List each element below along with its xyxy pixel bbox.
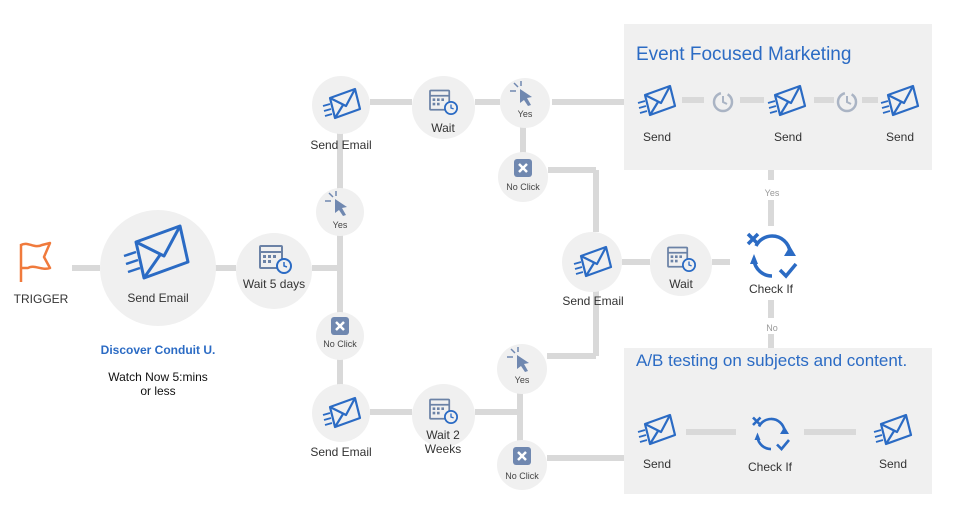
bottom-yes-label: Yes <box>514 375 530 385</box>
bottom-wait-label-2: Weeks <box>424 442 462 456</box>
top-send-email-node[interactable] <box>312 76 370 134</box>
ab-panel-connectors <box>686 429 856 435</box>
email-icon <box>573 245 613 278</box>
cursor-click-icon <box>507 347 529 372</box>
calendar-clock-icon <box>429 89 458 115</box>
middle-no-label: No <box>766 323 778 333</box>
email-icon <box>123 224 190 280</box>
bottom-send-email-label: Send Email <box>310 445 372 459</box>
top-yes-node[interactable] <box>500 78 550 128</box>
top-yes-label: Yes <box>517 109 533 119</box>
top-send-email-label: Send Email <box>310 138 372 152</box>
top-noclick-label: No Click <box>506 182 540 192</box>
main-send-email-node[interactable] <box>100 210 216 326</box>
middle-yes-label: Yes <box>764 188 780 198</box>
calendar-clock-icon <box>429 398 458 424</box>
promo-line2: or less <box>140 384 176 398</box>
ab-panel-title: A/B testing on subjects and content. <box>636 351 908 370</box>
check-cycle-icon[interactable] <box>744 230 800 282</box>
event-send-2-label: Send <box>773 130 803 144</box>
branch1-yes-node[interactable] <box>316 188 364 236</box>
email-icon[interactable] <box>767 84 807 118</box>
ab-send-1-label: Send <box>642 457 672 471</box>
event-send-1-label: Send <box>642 130 672 144</box>
timer-icon[interactable] <box>711 90 735 114</box>
flag-icon <box>19 241 52 282</box>
email-icon[interactable] <box>637 84 677 118</box>
calendar-clock-icon <box>667 246 696 272</box>
ab-send-2-label: Send <box>878 457 908 471</box>
event-send-3-label: Send <box>885 130 915 144</box>
ab-check-label: Check If <box>747 460 793 474</box>
branch1-yes-label: Yes <box>332 220 348 230</box>
main-send-email-label: Send Email <box>127 291 189 305</box>
email-icon[interactable] <box>637 413 677 447</box>
cursor-click-icon <box>325 191 347 216</box>
middle-wait-label: Wait <box>669 277 693 291</box>
middle-check-label: Check If <box>748 282 794 296</box>
close-icon <box>514 159 532 177</box>
middle-send-email-label: Send Email <box>562 294 624 308</box>
middle-wait-node[interactable] <box>650 234 712 296</box>
calendar-clock-icon <box>259 245 292 274</box>
promo-line1: Watch Now 5:mins <box>108 370 208 384</box>
branch1-noclick-label: No Click <box>323 339 357 349</box>
email-icon[interactable] <box>873 413 913 447</box>
event-panel-connectors <box>682 97 878 103</box>
timer-icon[interactable] <box>835 90 859 114</box>
bottom-yes-node[interactable] <box>497 344 547 394</box>
email-icon <box>322 87 362 120</box>
cursor-click-icon <box>510 81 532 106</box>
event-panel-title: Event Focused Marketing <box>636 44 852 65</box>
trigger-label: TRIGGER <box>13 292 69 306</box>
email-icon[interactable] <box>880 84 920 118</box>
check-cycle-icon[interactable] <box>750 414 792 454</box>
top-wait-node[interactable] <box>412 76 475 139</box>
promo-title: Discover Conduit U. <box>100 343 216 357</box>
close-icon <box>513 447 531 465</box>
bottom-wait-label-1: Wait 2 <box>426 428 460 442</box>
close-icon <box>331 317 349 335</box>
top-wait-label: Wait <box>431 121 455 135</box>
bottom-wait-node[interactable] <box>412 384 475 447</box>
bottom-noclick-label: No Click <box>505 471 539 481</box>
email-icon <box>322 396 362 429</box>
wait-5-days-label: Wait 5 days <box>242 277 306 291</box>
